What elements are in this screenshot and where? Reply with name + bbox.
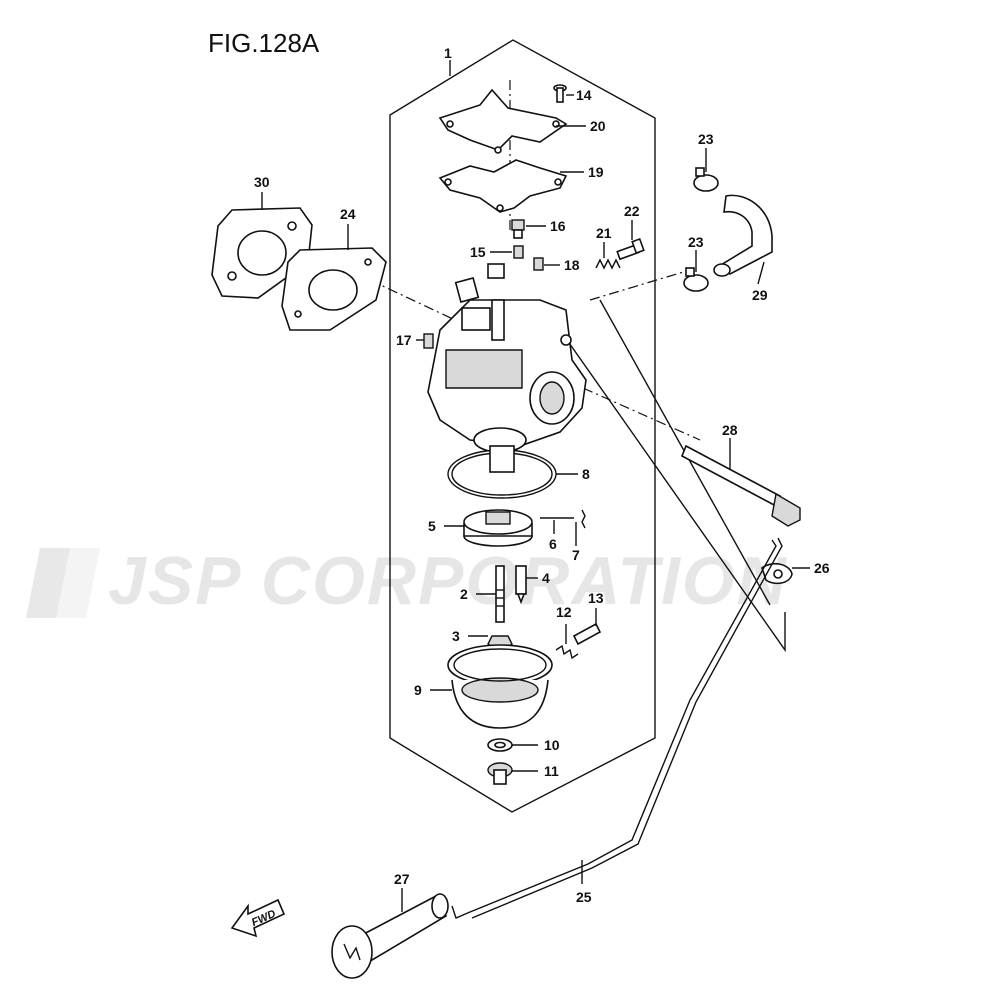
figure-title: FIG.128A [208, 28, 320, 58]
callout-7: 7 [572, 547, 580, 563]
float-chamber-icon [447, 644, 553, 729]
callout-12: 12 [556, 604, 572, 620]
throttle-stop-screw-icon [616, 237, 645, 261]
callout-26: 26 [814, 560, 830, 576]
bolt-icon [680, 444, 801, 527]
alignment-line-hose [589, 269, 691, 301]
washer-icon [487, 738, 513, 752]
callout-20: 20 [590, 118, 606, 134]
callout-18: 18 [564, 257, 580, 273]
callout-21: 21 [596, 225, 612, 241]
callout-28: 28 [722, 422, 738, 438]
callout-22: 22 [624, 203, 640, 219]
insulator-icon [211, 207, 313, 299]
assembly-outline [389, 39, 656, 813]
callout-16: 16 [550, 218, 566, 234]
callout-1: 1 [444, 45, 452, 61]
callout-13: 13 [588, 590, 604, 606]
callout-23-bottom: 23 [688, 234, 704, 250]
jet-17-icon [423, 333, 434, 349]
drain-bolt-icon [487, 762, 513, 785]
watermark: JSP CORPORATION [26, 543, 788, 619]
carburetor-body-icon [427, 263, 587, 453]
callout-17: 17 [396, 332, 412, 348]
alignment-line-intake [369, 279, 456, 321]
callout-3: 3 [452, 628, 460, 644]
float-needle-icon [515, 565, 527, 605]
spring-12-icon [555, 644, 579, 660]
pilot-screw-icon [572, 622, 602, 646]
choke-rod-icon [451, 537, 783, 919]
callout-11: 11 [544, 763, 559, 779]
spring-icon [595, 258, 621, 270]
callout-2: 2 [460, 586, 468, 602]
needle-jet-icon [495, 565, 505, 623]
callout-19: 19 [588, 164, 604, 180]
linkage-lines [559, 329, 786, 653]
jet-18-icon [533, 257, 544, 271]
hose-clip-bottom-icon [683, 267, 709, 292]
plug-icon [511, 219, 525, 239]
fwd-arrow-icon [230, 898, 286, 938]
watermark-text: JSP CORPORATION [108, 543, 788, 619]
leader-lines [261, 94, 810, 912]
gasket-icon [281, 247, 387, 331]
hose-clip-top-icon [693, 167, 719, 192]
screw-icon [553, 84, 567, 103]
cover-plate-icon [438, 88, 568, 154]
fuel-hose-icon [713, 194, 773, 277]
callout-29: 29 [752, 287, 768, 303]
callout-27: 27 [394, 871, 410, 887]
callout-10: 10 [544, 737, 560, 753]
callout-6: 6 [549, 536, 557, 552]
callout-5: 5 [428, 518, 436, 534]
main-bore-icon [489, 445, 515, 473]
callout-23-top: 23 [698, 131, 714, 147]
jsp-logo-icon [26, 548, 100, 618]
callout-30: 30 [254, 174, 270, 190]
float-icon [463, 509, 533, 547]
callout-25: 25 [576, 889, 592, 905]
jet-15-icon [513, 245, 524, 259]
callout-4: 4 [542, 570, 550, 586]
choke-knob-icon [331, 893, 449, 979]
alignment-line-bolt [564, 379, 701, 441]
callouts: 1 14 20 19 16 15 18 17 21 22 23 23 30 24… [254, 45, 830, 905]
callout-9: 9 [414, 682, 422, 698]
callout-14: 14 [576, 87, 592, 103]
diaphragm-gasket-icon [438, 159, 568, 213]
callout-8: 8 [582, 466, 590, 482]
callout-15: 15 [470, 244, 486, 260]
callout-24: 24 [340, 206, 356, 222]
fwd-arrow: FWD [230, 898, 286, 938]
clip-icon [581, 509, 586, 529]
